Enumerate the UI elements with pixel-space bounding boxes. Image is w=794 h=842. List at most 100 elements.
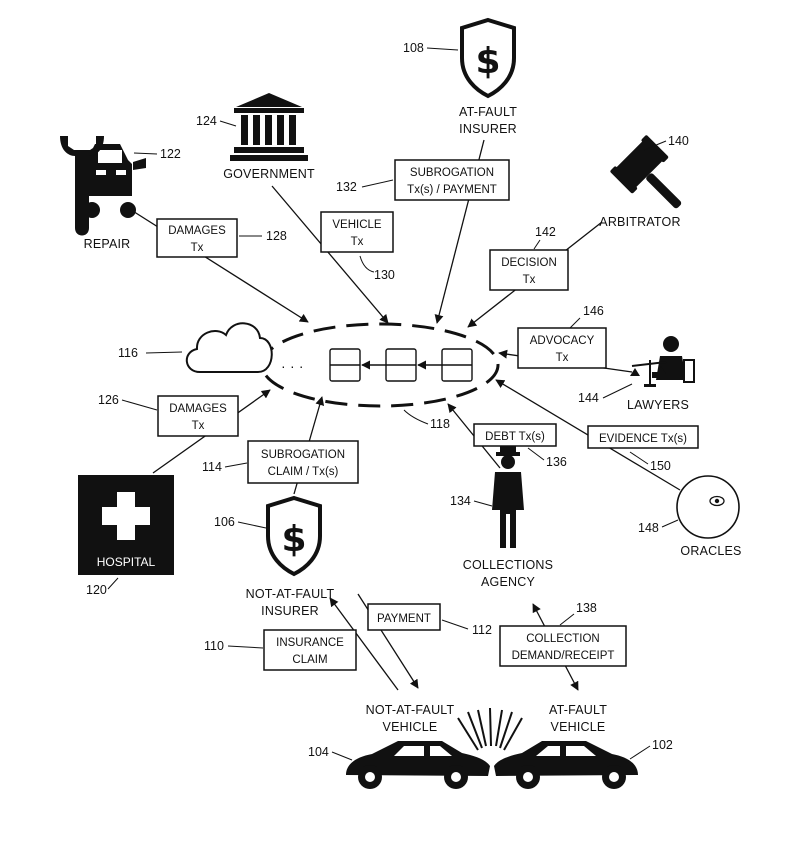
at-fault-vehicle-ref: 102 (652, 738, 673, 752)
hospital-ref: 120 (86, 583, 107, 597)
svg-text:Tx: Tx (191, 242, 204, 254)
hospital-cross-icon (102, 492, 150, 540)
collections-agency-label-1: COLLECTIONS (463, 558, 553, 572)
subrogation-claim-ref: 114 (202, 460, 222, 474)
at-fault-insurer-node: $ 108 AT-FAULT INSURER (403, 17, 517, 136)
oracle-circle (676, 475, 740, 539)
dollar-sign: $ (475, 41, 500, 82)
lawyer-scales-icon (630, 336, 695, 387)
svg-text:DECISION: DECISION (501, 257, 557, 269)
at-fault-insurer-ref: 108 (403, 41, 424, 55)
svg-text:DEBT Tx(s): DEBT Tx(s) (485, 431, 545, 443)
shield-dollar-icon: $ (460, 17, 516, 99)
hospital-label: HOSPITAL (97, 555, 156, 569)
oracles-ref: 148 (638, 521, 659, 535)
cloud-icon (185, 322, 273, 373)
payment-box: PAYMENT 112 (367, 603, 492, 637)
courthouse-icon (230, 93, 308, 161)
damages-tx-hospital-box: DAMAGES Tx 126 (98, 393, 239, 437)
svg-text:Tx(s) / PAYMENT: Tx(s) / PAYMENT (407, 184, 497, 196)
svg-text:PAYMENT: PAYMENT (377, 613, 431, 625)
government-node: 124 GOVERNMENT (196, 93, 315, 181)
subrogation-payment-ref: 132 (336, 180, 357, 194)
svg-text:Tx: Tx (556, 352, 569, 364)
advocacy-tx-box: ADVOCACY Tx 146 (517, 304, 607, 369)
gavel-icon (610, 135, 682, 209)
government-ref: 124 (196, 114, 217, 128)
collections-agency-label-2: AGENCY (481, 575, 535, 589)
shield-dollar-icon: $ (266, 495, 322, 577)
svg-text:INSURANCE: INSURANCE (276, 637, 344, 649)
svg-text:EVIDENCE Tx(s): EVIDENCE Tx(s) (599, 433, 687, 445)
svg-text:DAMAGES: DAMAGES (169, 403, 227, 415)
not-at-fault-insurer-ref: 106 (214, 515, 235, 529)
vehicle-tx-ref: 130 (374, 268, 395, 282)
insurance-claim-box: INSURANCE CLAIM 110 (204, 629, 357, 671)
collision-burst-icon (457, 707, 523, 751)
cloud-ref: 116 (118, 346, 138, 360)
svg-text:CLAIM / Tx(s): CLAIM / Tx(s) (268, 466, 339, 478)
oracle-eye-icon (709, 495, 725, 507)
svg-text:Tx: Tx (523, 274, 536, 286)
repair-node: 122 REPAIR (60, 136, 181, 251)
svg-text:COLLECTION: COLLECTION (526, 633, 600, 645)
wrench-car-icon (60, 136, 146, 236)
arbitrator-node: 140 ARBITRATOR (599, 134, 689, 229)
connector-vehicle104-to-insurer (329, 597, 399, 691)
decision-tx-box: DECISION Tx 142 (489, 225, 569, 291)
svg-text:DAMAGES: DAMAGES (168, 225, 226, 237)
debt-tx-box: DEBT Tx(s) 136 (473, 423, 567, 469)
decision-tx-ref: 142 (535, 225, 556, 239)
lawyers-label: LAWYERS (627, 398, 689, 412)
vehicles: NOT-AT-FAULT VEHICLE AT-FAULT VEHICLE 10… (308, 703, 673, 789)
subrogation-claim-box: SUBROGATION CLAIM / Tx(s) 114 (202, 440, 359, 484)
evidence-tx-ref: 150 (650, 459, 671, 473)
damages-tx-ref: 128 (266, 229, 287, 243)
government-label: GOVERNMENT (223, 167, 315, 181)
at-fault-vehicle-label-1: AT-FAULT (549, 703, 607, 717)
hospital-node: HOSPITAL 120 (78, 475, 174, 597)
subrogation-payment-box: SUBROGATION Tx(s) / PAYMENT 132 (336, 159, 510, 201)
lawyers-node: 144 LAWYERS (578, 336, 695, 412)
oracles-label: ORACLES (680, 544, 741, 558)
not-at-fault-insurer-label-1: NOT-AT-FAULT (246, 587, 335, 601)
not-at-fault-vehicle-ref: 104 (308, 745, 329, 759)
svg-text:CLAIM: CLAIM (292, 654, 327, 666)
not-at-fault-vehicle-label-1: NOT-AT-FAULT (366, 703, 455, 717)
damages-tx-hospital-ref: 126 (98, 393, 119, 407)
vehicle-tx-box: VEHICLE Tx 130 (320, 211, 395, 282)
cloud-node: 116 (118, 322, 273, 373)
debt-collector-icon (492, 442, 524, 548)
car-icon (346, 741, 490, 789)
svg-text:SUBROGATION: SUBROGATION (261, 449, 345, 461)
collection-demand-box: COLLECTION DEMAND/RECEIPT 138 (499, 601, 627, 667)
repair-ref: 122 (160, 147, 181, 161)
svg-text:VEHICLE: VEHICLE (332, 219, 382, 231)
blockchain-icon (329, 348, 473, 382)
damages-tx-box: DAMAGES Tx 128 (156, 218, 287, 258)
at-fault-insurer-label-2: INSURER (459, 122, 517, 136)
not-at-fault-insurer-node: $ 106 NOT-AT-FAULT INSURER (214, 495, 335, 618)
debt-tx-ref: 136 (546, 455, 567, 469)
lawyers-ref: 144 (578, 391, 599, 405)
evidence-tx-box: EVIDENCE Tx(s) 150 (587, 425, 699, 473)
insurance-claim-ref: 110 (204, 639, 224, 653)
svg-text:ADVOCACY: ADVOCACY (530, 335, 595, 347)
car-icon (494, 741, 638, 789)
ledger-ellipsis: · · · (281, 358, 304, 374)
not-at-fault-vehicle-label-2: VEHICLE (383, 720, 438, 734)
svg-text:SUBROGATION: SUBROGATION (410, 167, 494, 179)
connector-government-to-ledger (271, 185, 389, 324)
dollar-sign: $ (281, 519, 306, 560)
advocacy-tx-ref: 146 (583, 304, 604, 318)
svg-text:DEMAND/RECEIPT: DEMAND/RECEIPT (512, 650, 615, 662)
at-fault-insurer-label-1: AT-FAULT (459, 105, 517, 119)
svg-text:Tx: Tx (351, 236, 364, 248)
payment-ref: 112 (472, 623, 492, 637)
arbitrator-label: ARBITRATOR (599, 215, 680, 229)
arbitrator-ref: 140 (668, 134, 689, 148)
collections-agency-ref: 134 (450, 494, 471, 508)
not-at-fault-insurer-label-2: INSURER (261, 604, 319, 618)
